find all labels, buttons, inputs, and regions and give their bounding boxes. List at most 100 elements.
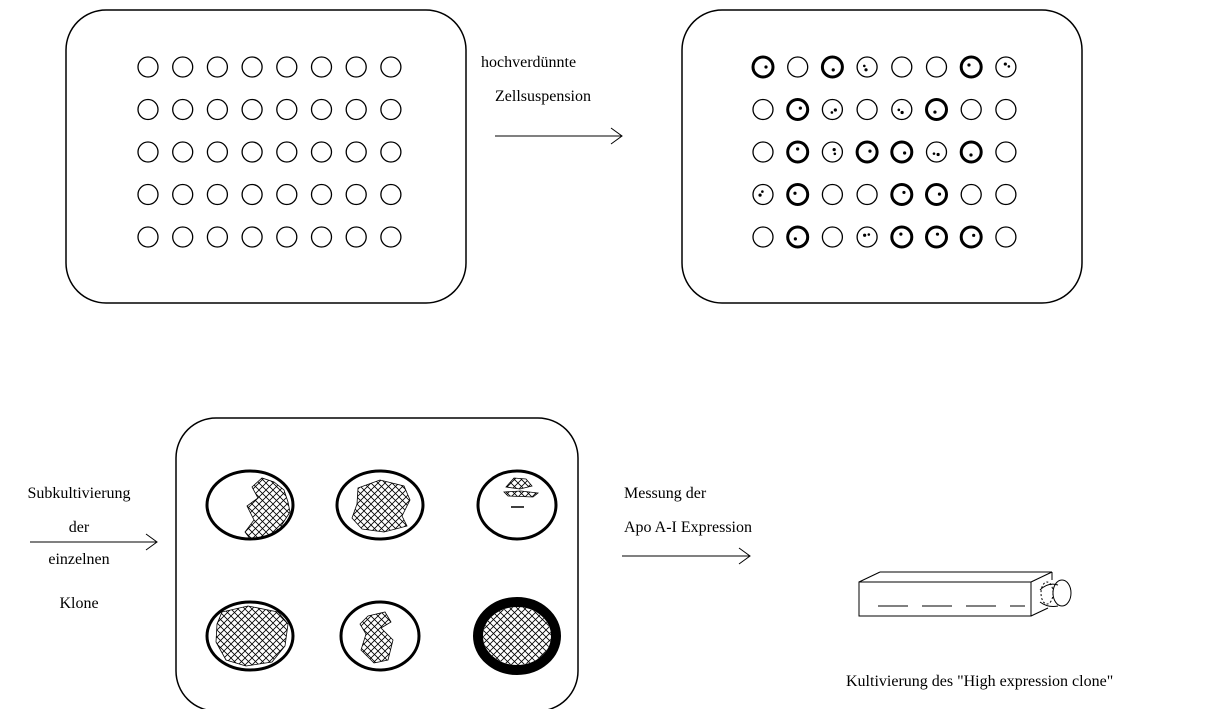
subculture-well [339, 600, 421, 672]
cell-dot [863, 233, 867, 237]
subculture-label-line1: Subkultivierung [27, 485, 131, 502]
well [345, 56, 367, 78]
cell-dot [832, 147, 836, 152]
culture-flask-icon [858, 571, 1072, 617]
well [276, 98, 298, 121]
cell-dot [867, 233, 871, 236]
cell-dot [831, 68, 835, 72]
well [172, 183, 194, 206]
well [276, 141, 298, 163]
well [752, 226, 774, 248]
well [206, 141, 229, 163]
well [786, 98, 810, 121]
cell-dot [868, 149, 872, 153]
cell-dot [936, 152, 940, 157]
well [137, 56, 159, 78]
well [345, 226, 367, 248]
well [752, 141, 774, 163]
well [241, 98, 263, 121]
well [959, 225, 983, 249]
cell-dot [761, 190, 764, 193]
well [925, 98, 948, 121]
well [925, 141, 948, 163]
well [856, 56, 878, 78]
well [241, 141, 263, 163]
cell-dot [796, 147, 800, 151]
well [891, 98, 913, 121]
well [787, 56, 809, 78]
well [310, 56, 333, 78]
well [821, 141, 844, 163]
well [855, 140, 879, 164]
well [786, 140, 810, 164]
well [310, 141, 333, 163]
subculture-plate [175, 417, 579, 709]
well [137, 98, 159, 121]
cell-dot [903, 151, 907, 155]
well [821, 183, 844, 206]
well [241, 226, 263, 248]
seeded-plate-wells [751, 55, 1017, 249]
subculture-well [476, 469, 558, 541]
well [172, 141, 194, 163]
well [891, 56, 913, 78]
subculture-label-line4: Klone [59, 595, 99, 612]
well [380, 226, 402, 248]
measurement-label-line2: Apo A-I Expression [624, 519, 752, 536]
well [137, 183, 159, 206]
well [380, 56, 402, 78]
cell-dot [1007, 65, 1011, 68]
cell-dot [864, 68, 868, 72]
well [960, 98, 982, 121]
cell-dot [933, 110, 937, 114]
well [172, 98, 194, 121]
well [241, 183, 263, 206]
well [959, 140, 983, 164]
subculture-label-line2: der [68, 519, 90, 536]
well [137, 141, 159, 163]
empty-plate [65, 9, 467, 304]
empty-plate-frame [65, 9, 467, 304]
well [380, 141, 402, 163]
well [925, 183, 948, 206]
cell-dot [833, 152, 837, 156]
well [960, 183, 982, 206]
well [856, 226, 878, 248]
well [751, 55, 775, 79]
well [995, 98, 1017, 121]
cell-dot [758, 193, 762, 197]
cell-dot [935, 232, 940, 236]
cell-dot [798, 106, 802, 110]
cell-dot [1003, 62, 1007, 66]
well [345, 98, 367, 121]
cell-dot [972, 233, 976, 237]
well [276, 226, 298, 248]
well [786, 225, 810, 249]
cell-dot [899, 232, 903, 236]
subculture-label-line3: einzelnen [48, 551, 110, 568]
well [206, 183, 229, 206]
well [206, 56, 229, 78]
cell-dot [793, 237, 797, 241]
well [995, 141, 1017, 163]
cell-dot [937, 192, 942, 196]
well [206, 226, 229, 248]
cell-dot [793, 191, 797, 195]
cell-dot [764, 65, 768, 69]
well [752, 98, 774, 121]
well [995, 183, 1017, 206]
well [890, 140, 914, 164]
well [959, 55, 983, 79]
well [172, 226, 194, 248]
subculture-arrow [30, 533, 158, 551]
well [821, 226, 844, 248]
cell-dot [902, 190, 906, 195]
well [995, 56, 1017, 78]
dilution-label-line2: Zellsuspension [495, 88, 591, 105]
well [241, 56, 263, 78]
well [380, 183, 402, 206]
empty-plate-wells [137, 56, 402, 248]
well [310, 98, 333, 121]
subculture-well [473, 597, 561, 675]
